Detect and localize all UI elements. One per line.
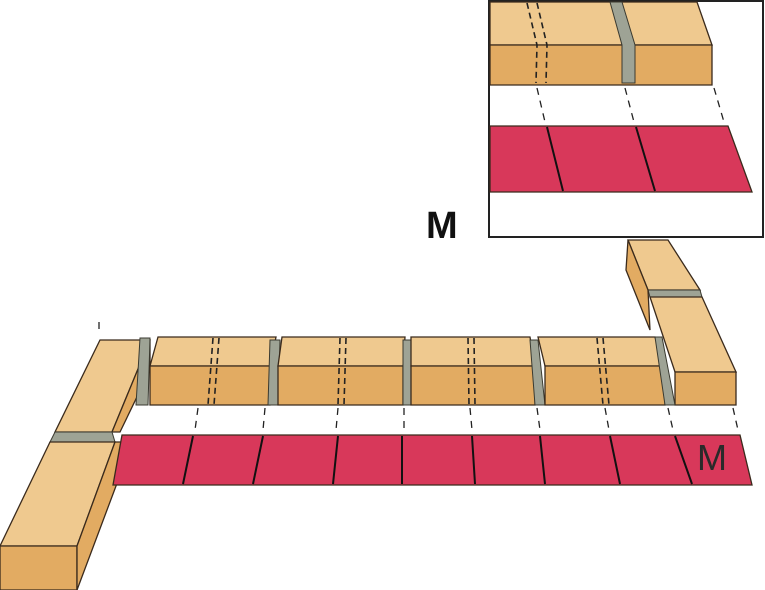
left-return-bricks	[0, 339, 151, 590]
right-return-bricks	[625, 239, 738, 406]
projection-lines	[98, 322, 739, 431]
red-strip-main: M	[112, 434, 753, 486]
main-label-m: M	[426, 205, 458, 247]
main-course-bricks	[135, 336, 676, 406]
strip-label-m: M	[697, 437, 727, 478]
inset-detail	[488, 0, 764, 238]
